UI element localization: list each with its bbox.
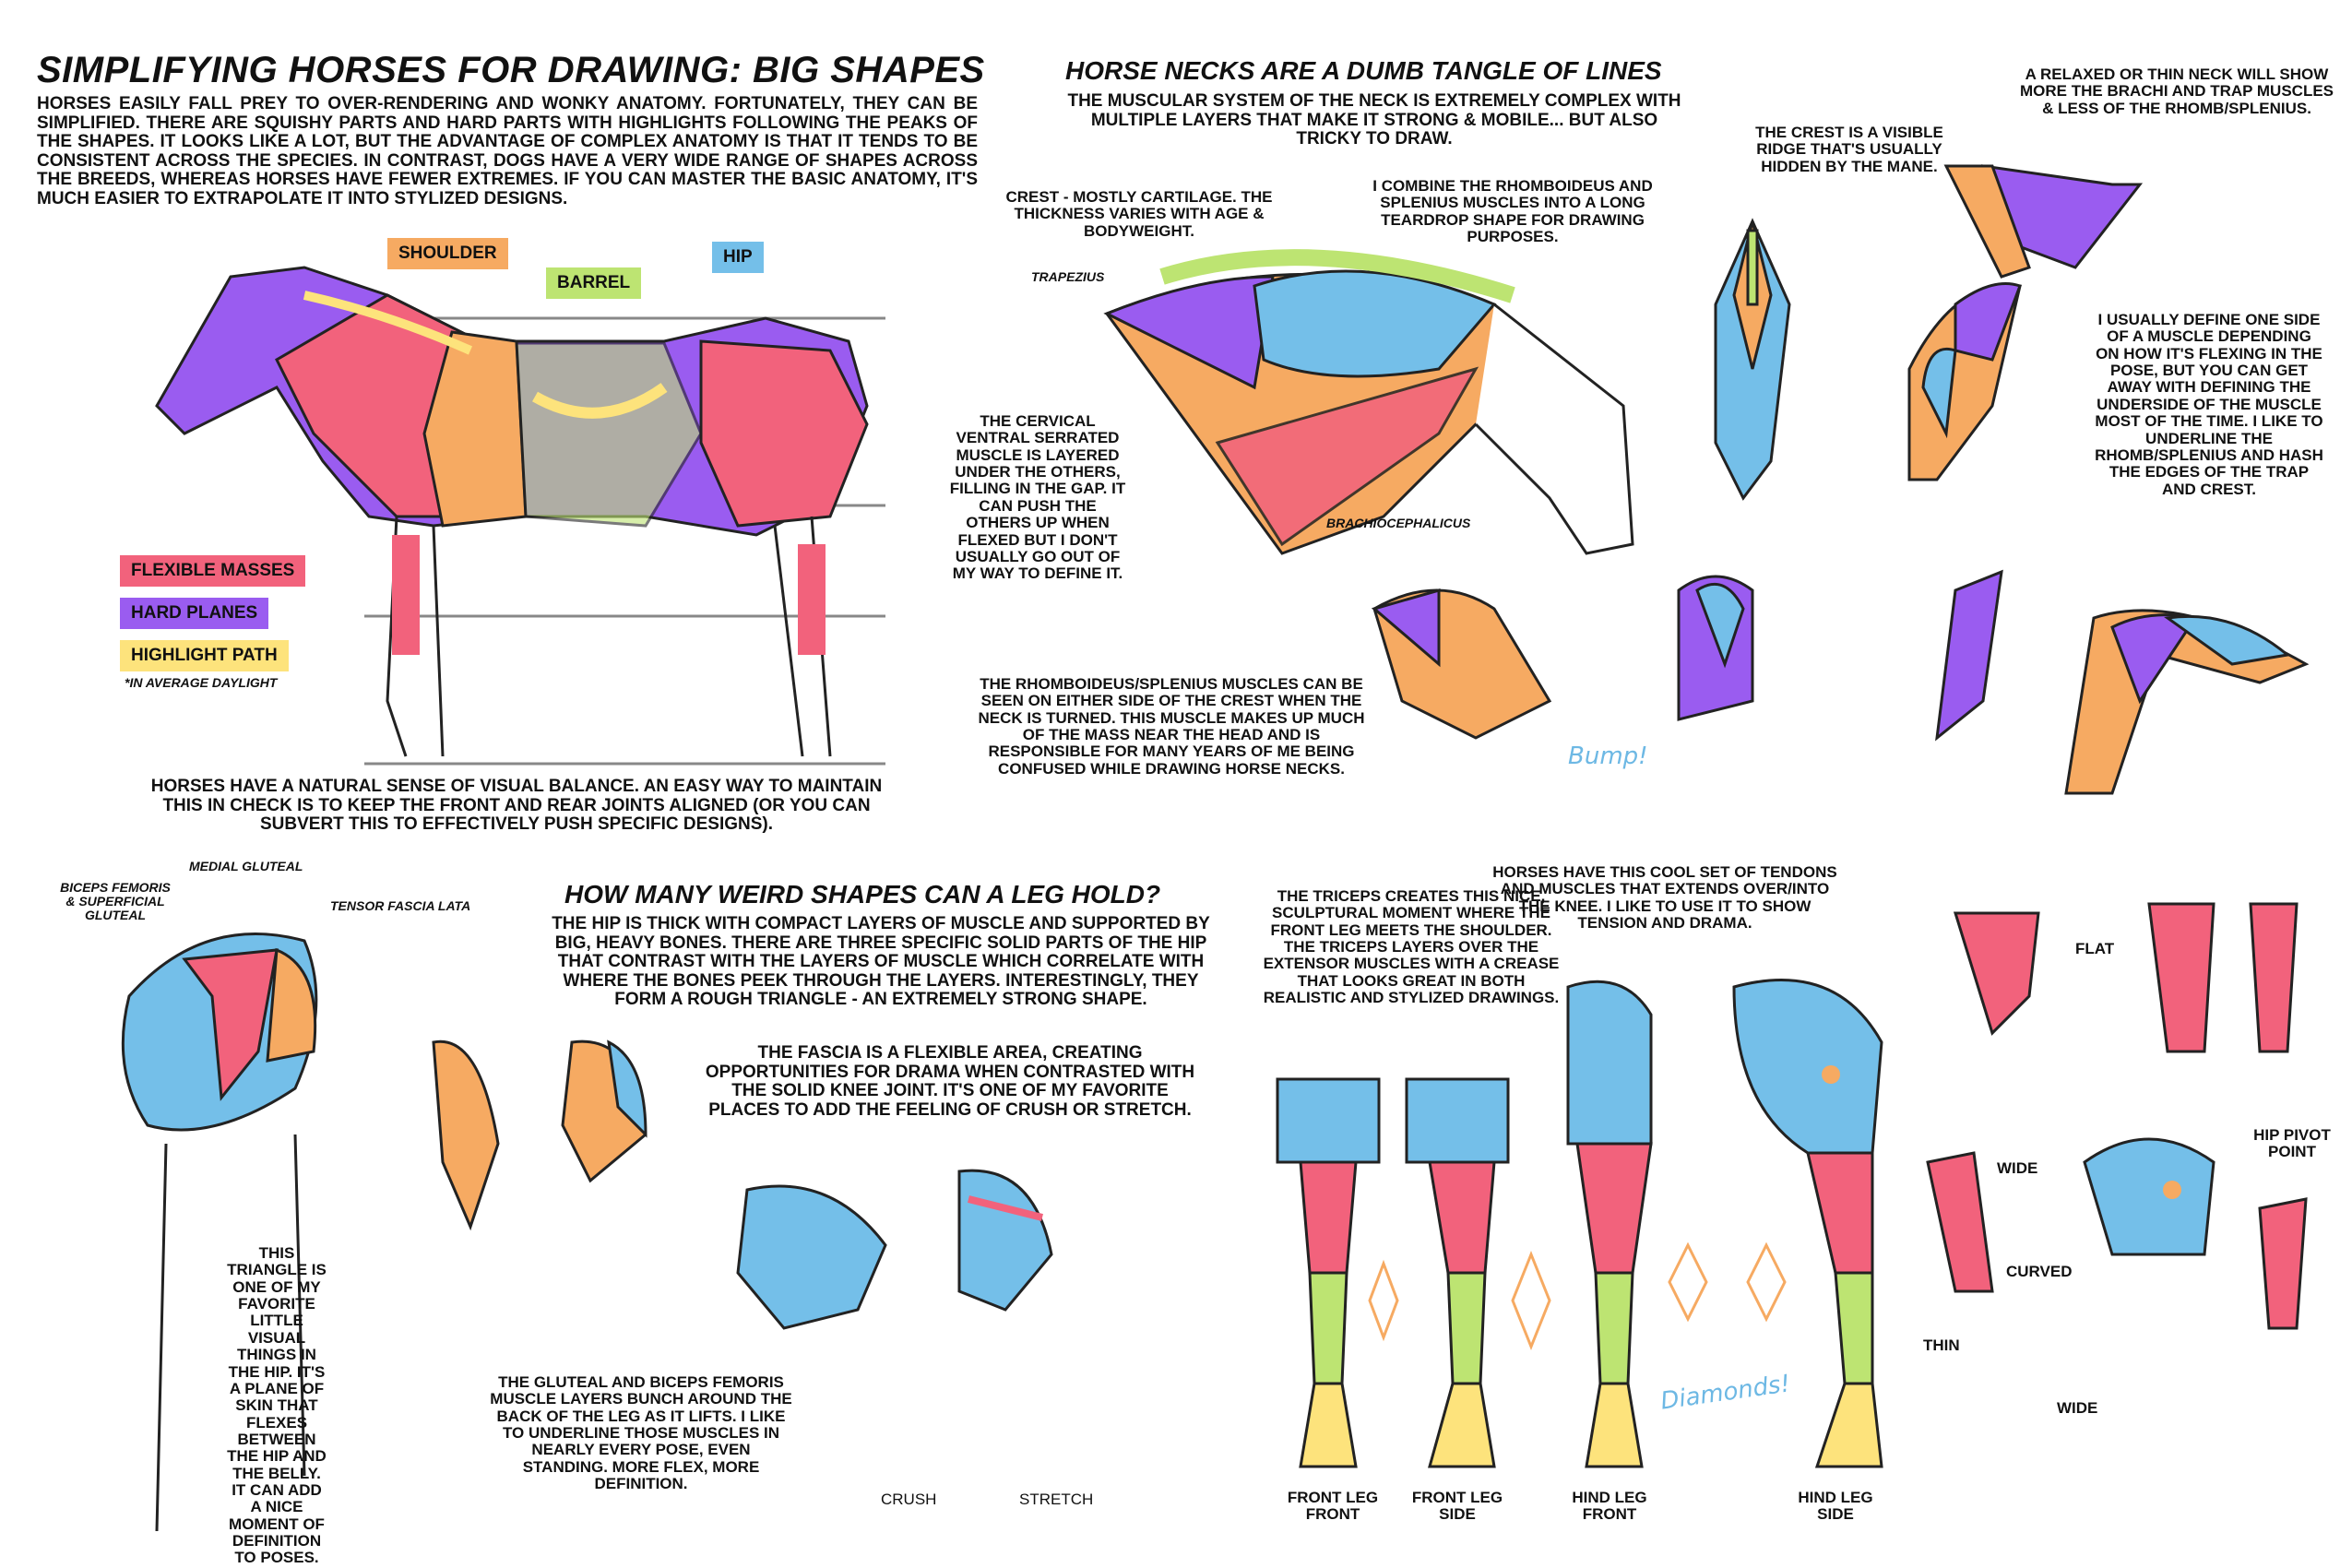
barrel-label: Barrel [546, 267, 642, 299]
legend-hard-planes: Hard planes [120, 598, 269, 629]
medial-gluteal-label: Medial gluteal [189, 859, 303, 873]
shoulder-label: Shoulder [387, 238, 508, 269]
neck-sketches [1371, 164, 2310, 795]
crush-label: Crush [881, 1491, 937, 1508]
page-title: Simplifying horses for drawing: big shap… [37, 50, 985, 90]
trapezius-label: Trapezius [1031, 269, 1105, 284]
triangle-note: This triangle is one of my favorite litt… [227, 1244, 327, 1567]
combine-note: I combine the rhomboideus and splenius m… [1372, 177, 1653, 246]
crest-ridge-note: The crest is a visible ridge that's usua… [1755, 124, 1943, 175]
tensor-fascia-label: Tensor fascia lata [330, 898, 471, 913]
leg-label-hind-leg-front: Hind leg front [1572, 1489, 1647, 1524]
crest-note: Crest - mostly cartilage. The thickness … [1005, 188, 1273, 240]
leg-section-title: How many weird shapes can a leg hold? [564, 880, 1161, 909]
define-muscle-note: I usually define one side of a muscle de… [2095, 311, 2323, 498]
relaxed-neck-note: A relaxed or thin neck will show more th… [2020, 65, 2334, 117]
neck-muscle-illustration [1103, 249, 1634, 555]
tendons-note: Horses have this cool set of tendons and… [1492, 863, 1837, 932]
leg-illustrations [1276, 902, 2308, 1468]
leg-label-hind-leg-side: Hind leg side [1798, 1489, 1873, 1524]
thin-label: Thin [1923, 1336, 1960, 1354]
cervical-note: The cervical ventral serrated muscle is … [949, 412, 1126, 583]
curved-label: Curved [2006, 1263, 2073, 1280]
biceps-femoris-label: Biceps femoris & superficial gluteal [60, 880, 171, 923]
hip-leg-illustrations [121, 932, 1053, 1532]
neck-intro: The muscular system of the neck is extre… [1067, 91, 1681, 149]
wide-label-lower: Wide [2057, 1399, 2098, 1417]
rhomboideus-note: The rhomboideus/splenius muscles can be … [978, 675, 1365, 778]
stretch-label: Stretch [1019, 1491, 1094, 1508]
hip-intro: The hip is thick with compact layers of … [552, 914, 1210, 1010]
legend-note: *In average daylight [125, 675, 278, 690]
hip-label: Hip [712, 242, 764, 273]
triceps-note: The triceps creates this nice, sculptura… [1263, 887, 1560, 1007]
legend-flexible-masses: Flexible masses [120, 555, 306, 587]
fascia-note: The fascia is a flexible area, creating … [705, 1043, 1195, 1120]
intro-paragraph: Horses easily fall prey to over-renderin… [37, 94, 978, 208]
bump-label: Bump! [1568, 742, 1648, 770]
leg-label-front-leg-side: Front leg side [1411, 1489, 1503, 1524]
balance-caption: Horses have a natural sense of visual ba… [150, 777, 883, 835]
horse-body-illustration [155, 266, 869, 757]
gluteal-note: The gluteal and biceps femoris muscle la… [490, 1373, 792, 1493]
legend-highlight-path: Highlight path [120, 640, 289, 671]
diamond-shapes [1368, 1241, 1787, 1351]
brachiocephalicus-label: Brachiocephalicus [1326, 516, 1471, 530]
hip-pivot-label: Hip pivot point [2253, 1126, 2331, 1161]
neck-section-title: Horse necks are a dumb tangle of lines [1065, 56, 1662, 85]
flat-label: Flat [2075, 940, 2115, 957]
wide-label-upper: Wide [1997, 1159, 2038, 1177]
leg-label-front-leg-front: Front leg front [1287, 1489, 1379, 1524]
